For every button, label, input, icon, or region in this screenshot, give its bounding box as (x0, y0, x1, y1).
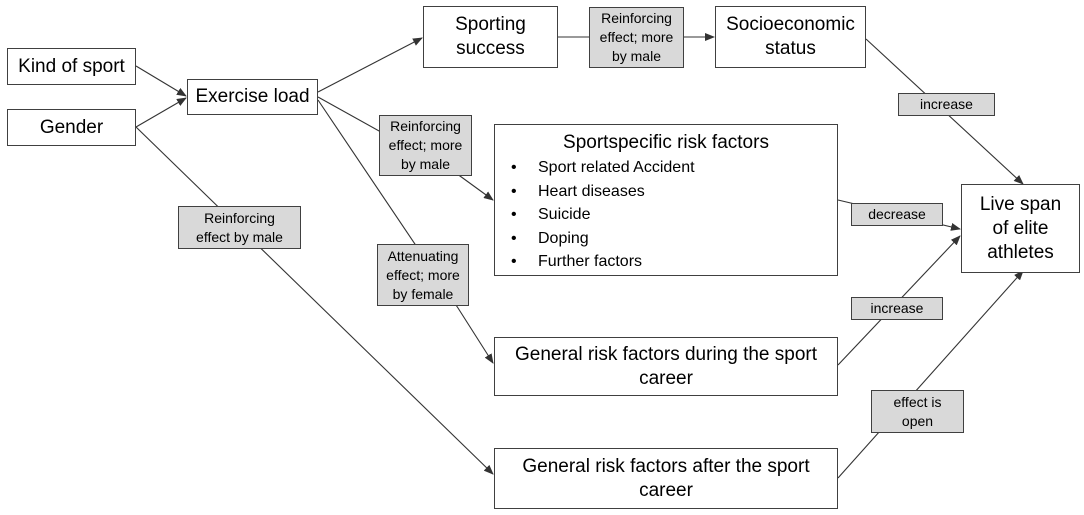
lifespan-box: Live span of elite athletes (961, 184, 1080, 273)
list-item: Heart diseases (511, 180, 827, 204)
arrow-load-to-during (317, 99, 494, 364)
label-status-to-lifespan: increase (898, 93, 995, 116)
label-success-to-status: Reinforcing effect; more by male (589, 7, 684, 68)
arrow-after-to-lifespan (837, 270, 1024, 479)
general-risk-after-career-box: General risk factors after the sport car… (494, 448, 838, 509)
exercise-load-box: Exercise load (187, 79, 318, 115)
arrow-load-to-success (317, 37, 423, 93)
label-sportspecific-to-lifespan: decrease (851, 203, 943, 226)
socioeconomic-status-box: Socioeconomic status (715, 6, 866, 68)
list-item: Doping (511, 227, 827, 251)
general-risk-during-career-box: General risk factors during the sport ca… (494, 337, 838, 396)
arrow-kind-to-load (135, 65, 187, 97)
sportspecific-title: Sportspecific risk factors (563, 132, 769, 153)
sporting-success-box: Sporting success (423, 6, 558, 68)
risk-factor-list: Sport related Accident Heart diseases Su… (505, 156, 827, 274)
list-item: Suicide (511, 203, 827, 227)
gender-box: Gender (7, 109, 136, 146)
arrow-gender-to-load (135, 97, 187, 128)
list-item: Sport related Accident (511, 156, 827, 180)
kind-of-sport-box: Kind of sport (7, 48, 136, 85)
sportspecific-risk-factors-box: Sportspecific risk factors Sport related… (494, 124, 838, 276)
arrow-load-to-sportspecific (317, 96, 494, 201)
label-during-to-lifespan: increase (851, 297, 943, 320)
label-after-to-lifespan: effect is open (871, 390, 964, 433)
label-load-to-sportspecific: Reinforcing effect; more by male (379, 115, 472, 176)
arrow-gender-to-after (135, 126, 494, 475)
label-load-to-during: Attenuating effect; more by female (377, 244, 469, 306)
list-item: Further factors (511, 250, 827, 274)
label-gender-to-after: Reinforcing effect by male (178, 206, 301, 249)
